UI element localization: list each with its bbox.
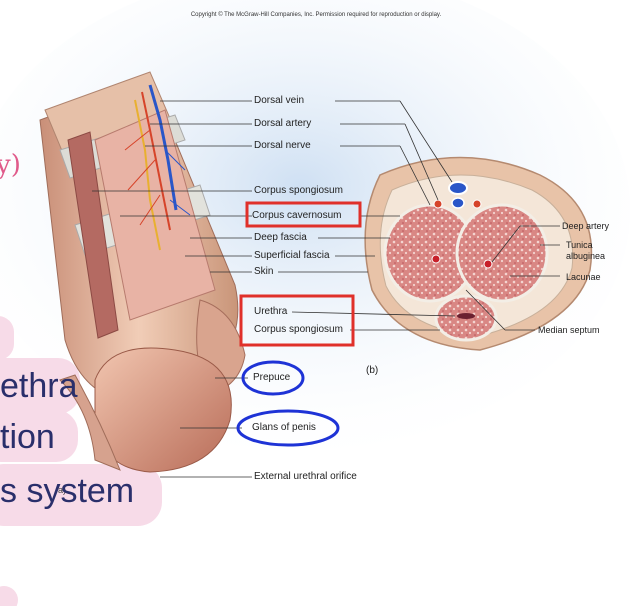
highlight-ellipse-prepuce bbox=[241, 360, 305, 396]
label-deep-artery: Deep artery bbox=[562, 221, 610, 231]
overlay-pill-2 bbox=[0, 410, 78, 462]
label-glans-of-penis: Glans of penis bbox=[252, 422, 316, 433]
label-superficial-fascia: Superficial fascia bbox=[254, 250, 330, 261]
leader-lines bbox=[92, 100, 560, 478]
glans-shape bbox=[94, 347, 232, 473]
overlay-pill-3 bbox=[0, 464, 162, 526]
copyright-notice: Copyright © The McGraw-Hill Companies, I… bbox=[190, 12, 442, 18]
panel-b-label: (b) bbox=[366, 365, 379, 376]
label-deep-fascia: Deep fascia bbox=[254, 232, 307, 243]
overlay-text-3: s system bbox=[0, 472, 135, 510]
overlay-pill-0 bbox=[0, 316, 14, 360]
label-corpus-spongiosum: Corpus spongiosum bbox=[254, 324, 343, 335]
vein-branch bbox=[164, 149, 191, 216]
overlay-text-1: ethra bbox=[0, 367, 78, 405]
label-urethra: Urethra bbox=[254, 306, 288, 317]
overlay-pill-1 bbox=[0, 358, 80, 414]
label-external-urethral-orifice: External urethral orifice bbox=[254, 471, 357, 482]
label-dorsal-nerve: Dorsal nerve bbox=[254, 140, 311, 151]
highlight-ellipse-glans bbox=[236, 409, 340, 447]
label-corpus-spongiosum-top: Corpus spongiosum bbox=[254, 185, 343, 196]
overlay-text-2: tion bbox=[0, 418, 55, 456]
label-prepuce: Prepuce bbox=[253, 372, 291, 383]
label-lacunae: Lacunae bbox=[566, 272, 601, 282]
dorsal-nerve-path bbox=[134, 99, 161, 251]
deep-artery-left bbox=[431, 254, 441, 264]
label-skin: Skin bbox=[254, 266, 274, 277]
deep-artery-right bbox=[483, 259, 493, 269]
dorsal-artery-path bbox=[141, 91, 171, 231]
panel-a-label: a) bbox=[58, 485, 67, 495]
artery-branch bbox=[124, 129, 161, 226]
corpus-cavernosum-shaft bbox=[94, 109, 216, 321]
penis-longitudinal-illustration bbox=[39, 71, 246, 473]
corpus-spongiosum-shaft bbox=[67, 131, 119, 339]
urethra-cross bbox=[457, 313, 475, 319]
dorsal-vein-cross bbox=[448, 181, 468, 195]
frenulum-fold bbox=[59, 374, 121, 471]
dorsal-artery-cross-right bbox=[472, 199, 482, 209]
label-median-septum: Median septum bbox=[538, 325, 600, 335]
dorsal-artery-cross-left bbox=[433, 199, 443, 209]
label-tunica-albuginea-line1: Tunica bbox=[566, 240, 593, 250]
label-dorsal-vein: Dorsal vein bbox=[254, 95, 305, 106]
dorsal-vein-cross-2 bbox=[451, 197, 465, 209]
right-corpus-cavernosum bbox=[455, 203, 549, 303]
label-corpus-cavernosum: Corpus cavernosum bbox=[252, 210, 342, 221]
overlay-pill-4 bbox=[0, 586, 18, 606]
label-dorsal-artery: Dorsal artery bbox=[254, 118, 312, 129]
handwritten-mark: y) bbox=[0, 150, 21, 180]
dorsal-vein-path bbox=[148, 84, 178, 211]
highlight-box-urethra bbox=[239, 294, 355, 347]
highlight-box-corpus-cavernosum bbox=[245, 201, 362, 228]
penis-cross-section bbox=[364, 156, 593, 351]
label-tunica-albuginea-line2: albuginea bbox=[566, 251, 606, 261]
